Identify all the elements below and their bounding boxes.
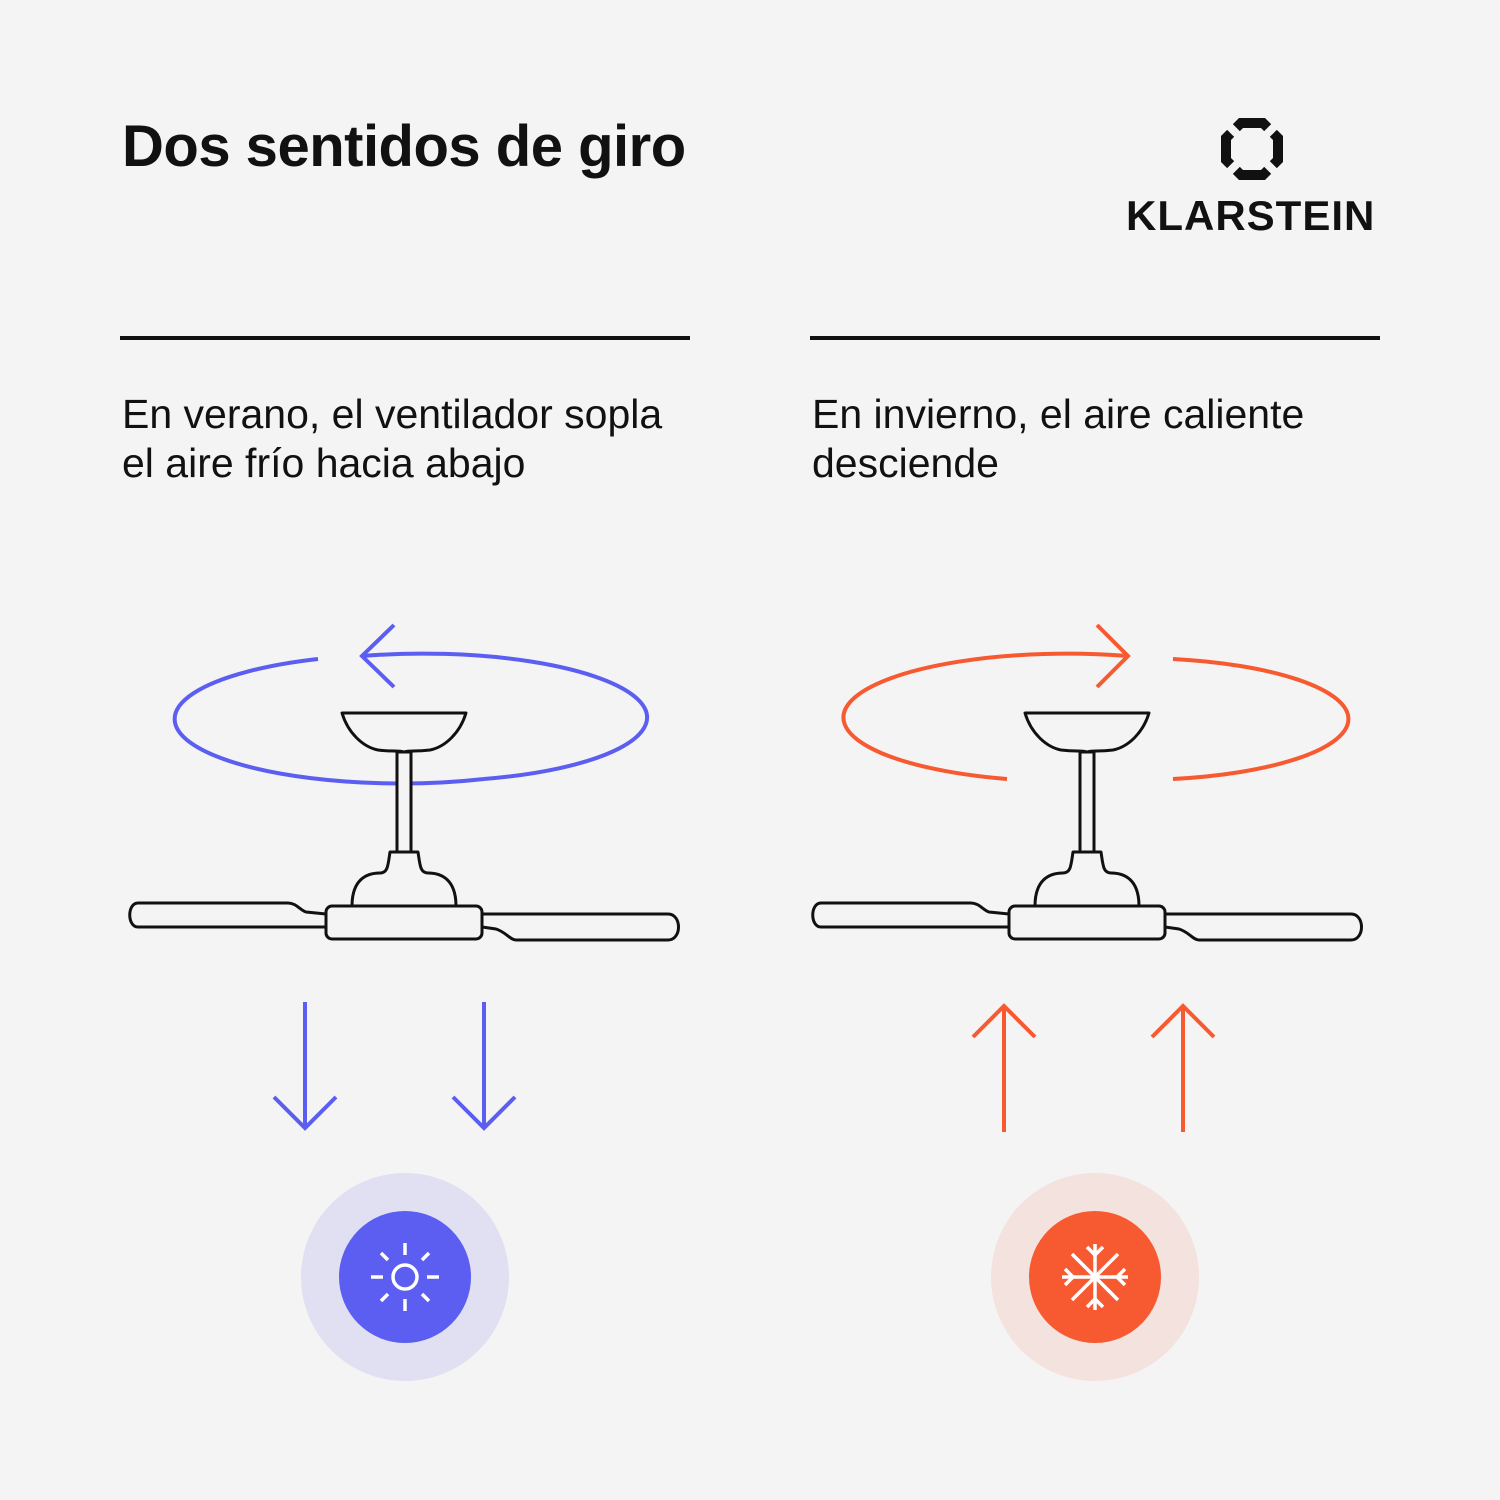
page-title: Dos sentidos de giro [122,114,686,179]
brand-logo: KLARSTEIN [1120,118,1382,248]
winter-rotation-arrow [841,623,1351,781]
brand-name: KLARSTEIN [1126,192,1376,239]
winter-mode-badge [991,1173,1199,1381]
arrow-up-icon [1150,1003,1216,1132]
klarstein-logo-icon [1221,118,1283,180]
winter-airflow-arrows [971,1003,1216,1132]
arrow-up-icon [971,1003,1037,1132]
summer-mode-badge [301,1173,509,1381]
divider-summer [120,336,690,340]
summer-rotation-arrow [172,623,650,786]
summer-description: En verano, el ventilador sopla el aire f… [122,391,663,486]
winter-description: En invierno, el aire caliente desciende [812,391,1305,486]
summer-ceiling-fan [128,711,680,942]
summer-airflow-arrows [272,1002,517,1131]
snowflake-icon [1062,1244,1128,1310]
arrow-down-icon [272,1002,338,1131]
divider-winter [810,336,1380,340]
arrow-down-icon [451,1002,517,1131]
sun-icon [371,1243,439,1311]
winter-ceiling-fan [811,711,1363,942]
